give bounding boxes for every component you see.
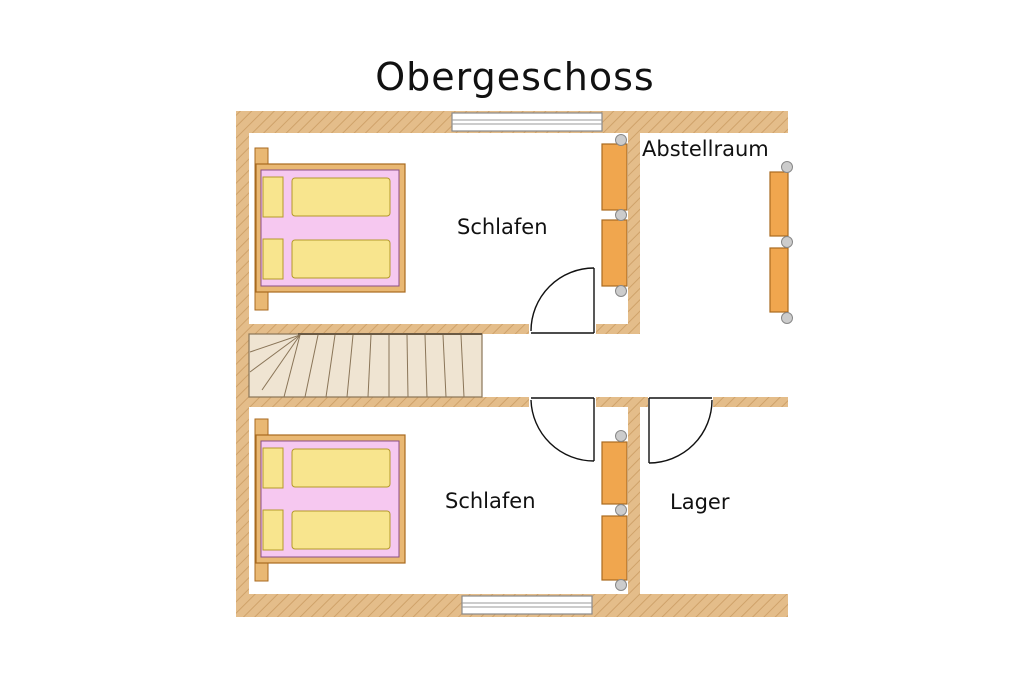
door-lager [648, 397, 713, 464]
door-schlafen-bottom [530, 397, 595, 462]
room-label-abstellraum: Abstellraum [642, 137, 769, 161]
door-schlafen-top [530, 267, 595, 334]
window-top [451, 112, 603, 132]
wardrobe-schlafen-bottom [601, 430, 628, 591]
room-label-lager: Lager [670, 490, 730, 514]
bed-top [254, 147, 406, 311]
bed-bottom [254, 418, 406, 582]
room-label-schlafen-bottom: Schlafen [445, 489, 536, 513]
interior-walls [249, 133, 788, 594]
room-label-schlafen-top: Schlafen [457, 215, 548, 239]
wardrobe-schlafen-top [601, 134, 628, 297]
window-bottom [461, 595, 593, 615]
staircase [248, 333, 483, 398]
plan-title: Obergeschoss [375, 55, 655, 99]
wardrobe-abstellraum [769, 161, 793, 324]
